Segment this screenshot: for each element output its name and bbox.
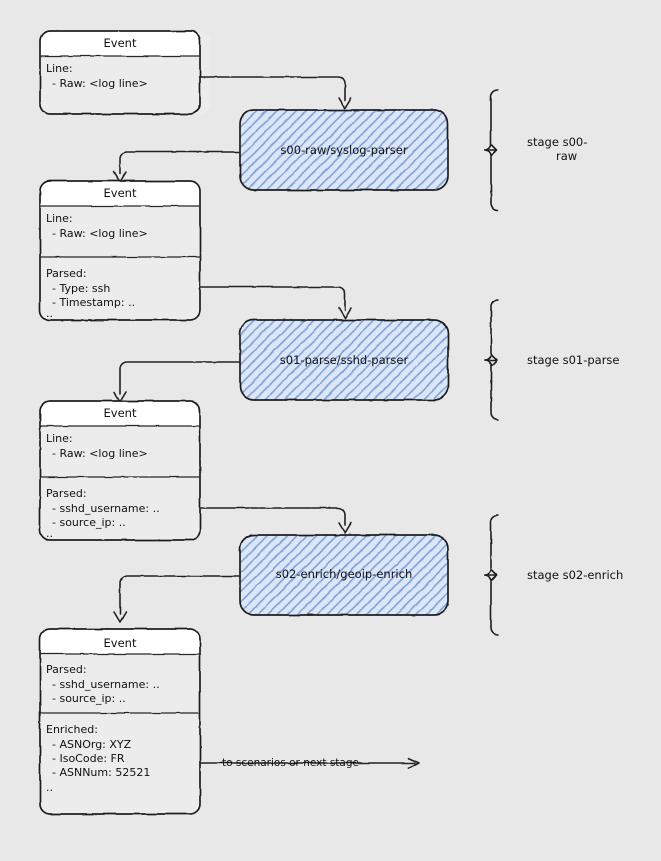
event-2-section-1-heading: Parsed: [46, 267, 87, 280]
event-4-section-0-item-0: - sshd_username: .. [52, 678, 160, 691]
stage-s00-label-line1: stage s00- [527, 135, 587, 149]
processor-card-s00 [239, 109, 449, 191]
stage-brace-s01 [484, 299, 499, 421]
event-card-4 [39, 628, 201, 815]
event-4-section-1-item-0: - ASNOrg: XYZ [52, 738, 132, 751]
event-4-section-1-item-1: - IsoCode: FR [52, 752, 125, 765]
stage-s02-label-line1: stage s02-enrich [527, 568, 623, 582]
event-2-ellipsis: .. [46, 307, 53, 320]
stage-s00-label-line2: raw [556, 149, 577, 163]
event-4-ellipsis: .. [46, 781, 53, 794]
event-1-section-0-item-0: - Raw: <log line> [52, 77, 148, 90]
event-3-section-1-item-0: - sshd_username: .. [52, 502, 160, 515]
event-3-section-0-heading: Line: [46, 432, 73, 445]
stage-brace-s00 [484, 89, 499, 211]
event-3-section-1-heading: Parsed: [46, 487, 87, 500]
event-2-section-1-item-1: - Timestamp: .. [52, 296, 135, 309]
processor-card-s02 [239, 534, 449, 616]
edge-outgoing-label: to scenarios or next stage [222, 757, 359, 769]
event-2-section-0-heading: Line: [46, 212, 73, 225]
event-4-section-1-item-2: - ASNNum: 52521 [52, 766, 150, 779]
event-card-1 [39, 30, 210, 115]
event-card-2 [39, 180, 201, 321]
edge-event2-to-s01 [199, 286, 352, 319]
event-2-title: Event [104, 186, 137, 200]
processor-card-s01 [239, 319, 449, 401]
processor-s00-label: s00-raw/syslog-parser [280, 143, 407, 157]
processor-s02-label: s02-enrich/geoip-enrich [276, 567, 413, 581]
event-card-3 [39, 400, 201, 541]
stage-s01-label-line1: stage s01-parse [527, 353, 620, 367]
event-1-title: Event [104, 36, 137, 50]
processor-s01-label: s01-parse/sshd-parser [280, 353, 409, 367]
event-4-section-1-heading: Enriched: [46, 723, 98, 736]
event-2-section-0-item-0: - Raw: <log line> [52, 227, 148, 240]
event-3-title: Event [104, 406, 137, 420]
edge-event1-to-s00 [199, 76, 352, 109]
edge-outgoing [199, 757, 420, 769]
event-4-title: Event [104, 636, 137, 650]
edge-event3-to-s02 [199, 507, 352, 534]
event-3-ellipsis: .. [46, 527, 53, 540]
event-3-section-0-item-0: - Raw: <log line> [52, 447, 148, 460]
edge-s02-to-event4 [113, 575, 241, 623]
stage-brace-s02 [484, 514, 499, 636]
event-1-section-0-heading: Line: [46, 62, 73, 75]
event-2-section-1-item-0: - Type: ssh [52, 282, 110, 295]
event-4-section-0-heading: Parsed: [46, 663, 87, 676]
event-4-section-0-item-1: - source_ip: .. [52, 692, 126, 705]
event-3-section-1-item-1: - source_ip: .. [52, 516, 126, 529]
